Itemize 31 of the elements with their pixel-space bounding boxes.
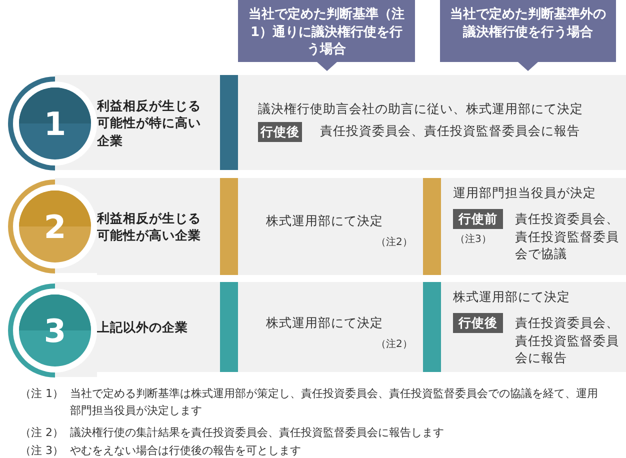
row-panel <box>97 178 220 275</box>
report-text: 責任投資委員会、責任投資監督委員会で協議 <box>515 210 620 262</box>
note-marker: （注 3） <box>20 443 64 458</box>
timing-tag: 行使前 <box>453 209 503 229</box>
note-marker: （注 1） <box>20 386 64 402</box>
row-panel <box>97 282 220 372</box>
report-text: 責任投資委員会、責任投資監督委員会に報告 <box>320 122 580 140</box>
note-reference: （注2） <box>376 236 412 250</box>
row-panel <box>97 75 220 170</box>
row-number: 3 <box>42 310 68 352</box>
decision-text: 運用部門担当役員が決定 <box>453 184 596 202</box>
row-heading: 上記以外の企業 <box>97 318 189 336</box>
header-text: 当社で定めた判断基準（注1）通りに議決権行使を行う場合 <box>248 6 405 59</box>
note-reference: （注2） <box>376 338 412 352</box>
timing-tag: 行使後 <box>453 313 503 333</box>
decision-text: 株式運用部にて決定 <box>453 288 570 306</box>
timing-tag: 行使後 <box>258 122 302 142</box>
decision-text: 株式運用部にて決定 <box>266 212 383 230</box>
decision-text: 株式運用部にて決定 <box>266 314 383 332</box>
footnote-text: やむをえない場合は行使後の報告を可とします <box>70 443 302 458</box>
row-number: 1 <box>42 104 68 144</box>
decision-text: 議決権行使助言会社の助言に従い、株式運用部にて決定 <box>258 100 583 118</box>
row-number: 2 <box>42 206 68 248</box>
note-reference: （注3） <box>455 233 492 247</box>
row-heading: 利益相反が生じる可能性が特に高い企業 <box>97 96 201 149</box>
footnote-text: 当社で定める判断基準は株式運用部が策定し、責任投資委員会、責任投資監督委員会での協議を経て、運用部門担当役員が決定します <box>70 386 599 418</box>
note-marker: （注 2） <box>20 425 64 441</box>
header-text: 当社で定めた判断基準外の議決権行使を行う場合 <box>450 6 606 42</box>
footnote-text: 議決権行使の集計結果を責任投資委員会、責任投資監督委員会に報告します <box>70 425 445 441</box>
row-heading: 利益相反が生じる可能性が高い企業 <box>97 209 201 244</box>
report-text: 責任投資委員会、責任投資監督委員会に報告 <box>515 314 620 366</box>
